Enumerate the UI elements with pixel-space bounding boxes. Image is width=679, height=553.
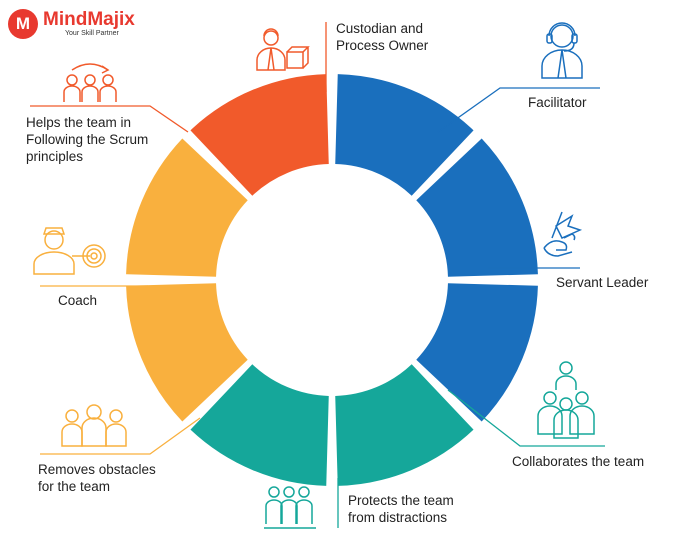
coach-target-icon (33, 227, 106, 275)
label-servant-leader: Servant Leader (556, 275, 649, 290)
connector-helps (30, 105, 189, 133)
team-pyramid-icon (537, 361, 595, 439)
brand-tagline: Your Skill Partner (65, 30, 119, 37)
ring-segment-coach (126, 138, 248, 277)
label-collaborates: Collaborates the team (512, 454, 645, 469)
connector-removes (40, 417, 201, 455)
ring-segment-custodian (335, 74, 474, 196)
scrum-team-icon (63, 63, 117, 102)
person-with-box-icon (256, 28, 310, 71)
team-leader-icon (61, 404, 127, 447)
ring-segment-removes (126, 283, 248, 422)
headset-person-icon (541, 22, 583, 79)
connector-collaborates (447, 389, 605, 447)
logo-badge: M (8, 9, 38, 39)
ring-segment-collaborates (335, 364, 474, 486)
team-group-icon (264, 486, 316, 529)
role-ring (126, 74, 538, 486)
ring-segment-facilitator (416, 138, 538, 277)
label-custodian: Custodian and Process Owner (336, 21, 429, 53)
label-facilitator: Facilitator (528, 95, 587, 110)
connector-facilitator (437, 87, 600, 133)
label-protects: Protects the team from distractions (348, 493, 454, 525)
ring-segment-protects (190, 364, 329, 486)
ring-segment-helps (190, 74, 329, 196)
hand-holding-flag-icon (543, 211, 583, 257)
label-removes-obstacles: Removes obstacles for the team (38, 462, 156, 494)
label-helps-team: Helps the team in Following the Scrum pr… (26, 115, 149, 164)
ring-segment-servant (416, 283, 538, 422)
brand-logo: M MindMajix Your Skill Partner (8, 9, 135, 39)
brand-name: MindMajix (43, 9, 135, 30)
label-coach: Coach (58, 293, 98, 308)
